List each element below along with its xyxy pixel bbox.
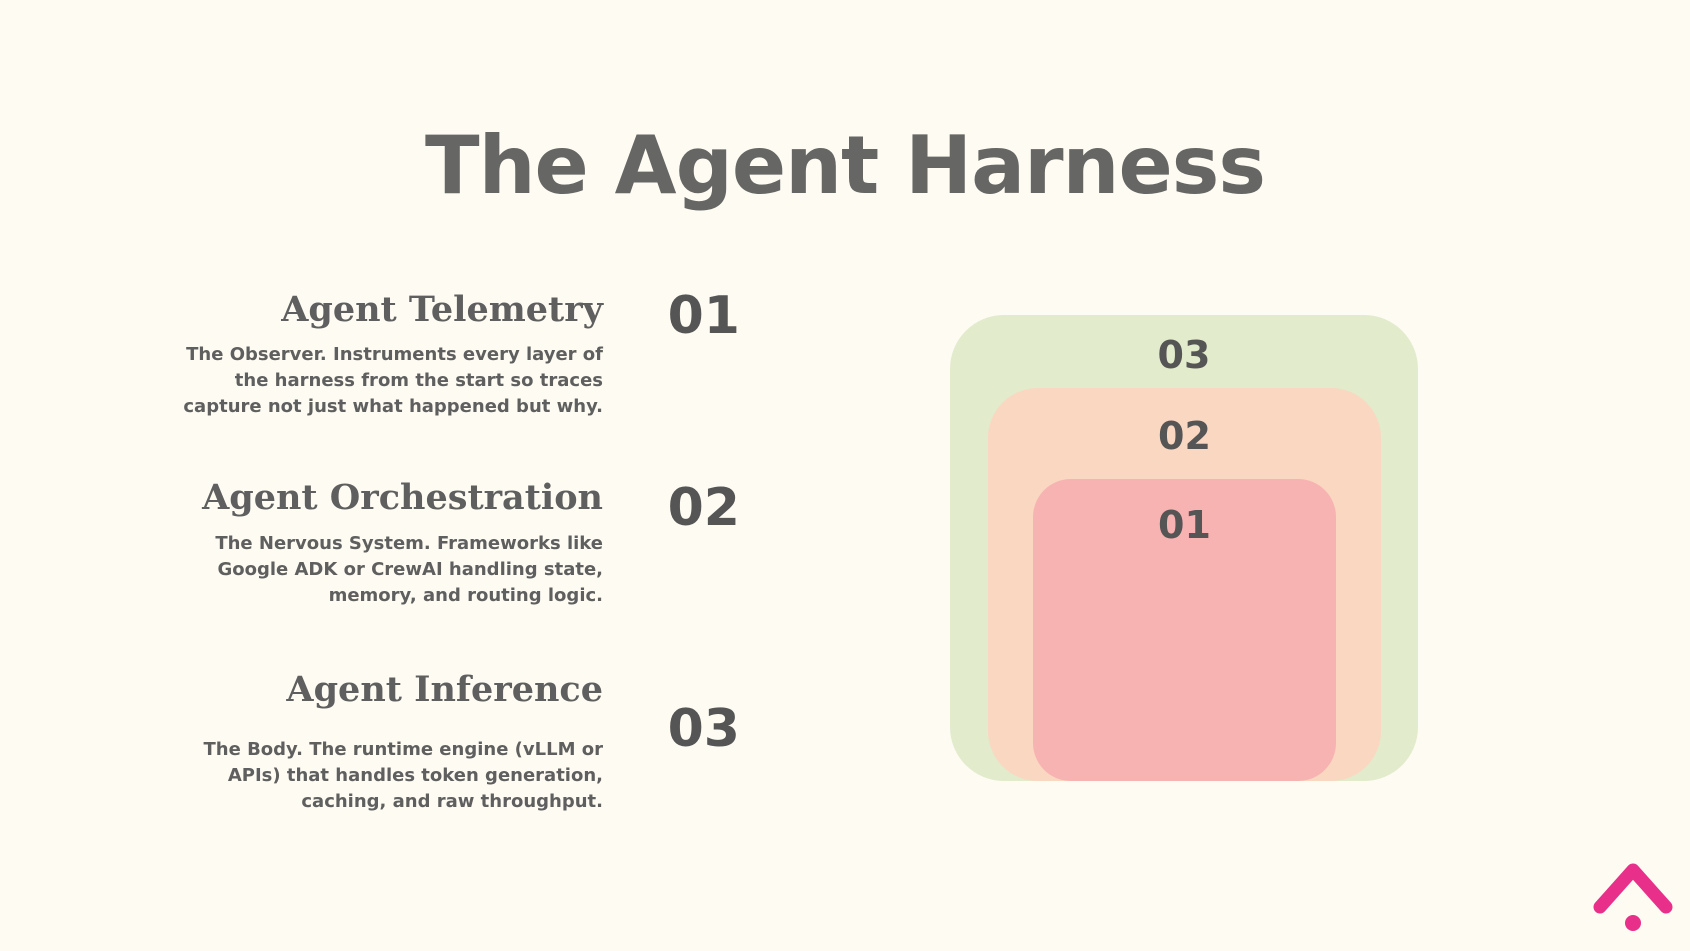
page-title: The Agent Harness	[425, 119, 1266, 212]
layer-inner: 01	[1033, 479, 1336, 781]
upward-arrow-logo-icon	[1590, 852, 1674, 936]
item-heading-telemetry: Agent Telemetry	[281, 289, 603, 330]
layer-middle-label: 02	[1158, 414, 1211, 458]
item-number-orchestration: 02	[667, 478, 740, 538]
item-heading-inference: Agent Inference	[286, 669, 603, 710]
item-description-telemetry: The Observer. Instruments every layer of…	[183, 344, 603, 417]
item-number-inference: 03	[667, 699, 740, 759]
item-description-inference: The Body. The runtime engine (vLLM or AP…	[203, 739, 604, 812]
layer-outer-label: 03	[1157, 333, 1211, 377]
item-description-orchestration: The Nervous System. Frameworks like Goog…	[215, 533, 603, 606]
layer-inner-label: 01	[1158, 503, 1211, 547]
item-heading-orchestration: Agent Orchestration	[202, 477, 603, 518]
item-number-telemetry: 01	[667, 286, 740, 346]
